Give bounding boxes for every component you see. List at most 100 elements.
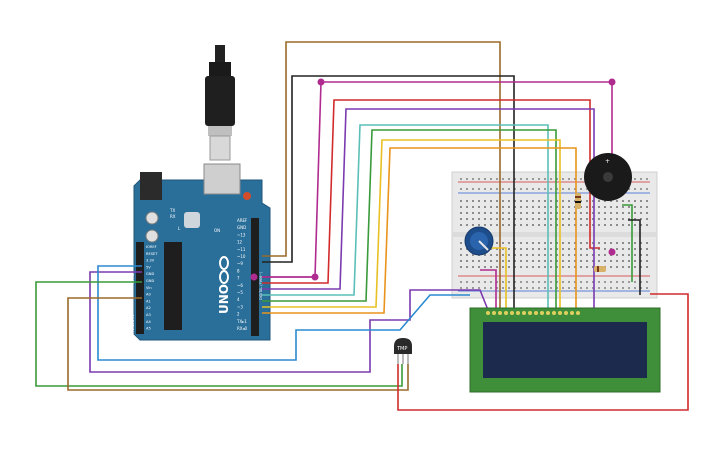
breadboard-hole xyxy=(646,266,648,268)
power-pin-label: A4 xyxy=(146,320,151,324)
breadboard-hole xyxy=(550,200,552,202)
breadboard-hole xyxy=(634,266,636,268)
breadboard-hole xyxy=(526,266,528,268)
breadboard-hole xyxy=(466,281,468,283)
wire-green-top xyxy=(262,129,557,310)
breadboard-hole xyxy=(586,266,588,268)
breadboard-hole xyxy=(544,260,546,262)
breadboard-hole xyxy=(568,218,570,220)
breadboard-hole xyxy=(460,224,462,226)
breadboard-hole xyxy=(502,188,504,190)
breadboard-hole xyxy=(616,260,618,262)
breadboard-hole xyxy=(472,200,474,202)
breadboard-hole xyxy=(466,218,468,220)
lcd-pin xyxy=(552,311,556,315)
power-label: POWER xyxy=(131,271,135,284)
svg-text:+: + xyxy=(605,158,610,165)
breadboard-hole xyxy=(628,188,630,190)
breadboard-hole xyxy=(580,212,582,214)
breadboard-hole xyxy=(640,266,642,268)
breadboard-hole xyxy=(490,188,492,190)
breadboard-hole xyxy=(484,287,486,289)
wire-brown-left xyxy=(67,297,409,391)
breadboard-hole xyxy=(538,188,540,190)
breadboard-hole xyxy=(586,200,588,202)
breadboard-hole xyxy=(484,218,486,220)
breadboard-hole xyxy=(598,212,600,214)
breadboard-hole xyxy=(562,266,564,268)
breadboard-hole xyxy=(604,260,606,262)
breadboard-hole xyxy=(646,212,648,214)
breadboard-hole xyxy=(526,218,528,220)
breadboard-hole xyxy=(556,266,558,268)
breadboard-hole xyxy=(466,266,468,268)
breadboard-hole xyxy=(580,287,582,289)
breadboard-hole xyxy=(574,212,576,214)
breadboard-hole xyxy=(616,266,618,268)
digital-pin-label: TX▸1 xyxy=(236,319,247,324)
breadboard-hole xyxy=(550,248,552,250)
breadboard-hole xyxy=(634,287,636,289)
breadboard-hole xyxy=(544,287,546,289)
power-pin-label: A0 xyxy=(146,293,151,297)
breadboard-hole xyxy=(616,242,618,244)
breadboard-hole xyxy=(610,200,612,202)
breadboard-hole xyxy=(592,200,594,202)
breadboard-hole xyxy=(502,248,504,250)
breadboard-hole xyxy=(634,212,636,214)
breadboard-hole xyxy=(556,224,558,226)
breadboard-hole xyxy=(550,254,552,256)
digital-pin-label: 2 xyxy=(237,312,240,317)
breadboard-hole xyxy=(538,200,540,202)
breadboard-hole xyxy=(496,242,498,244)
breadboard-hole xyxy=(460,178,462,180)
breadboard-hole xyxy=(532,188,534,190)
breadboard-hole xyxy=(496,266,498,268)
breadboard-hole xyxy=(484,254,486,256)
power-pin-label: RESET xyxy=(146,252,158,256)
breadboard-hole xyxy=(496,206,498,208)
breadboard-hole xyxy=(478,178,480,180)
breadboard-hole xyxy=(466,188,468,190)
breadboard-hole xyxy=(538,254,540,256)
breadboard-hole xyxy=(496,212,498,214)
breadboard-hole xyxy=(466,200,468,202)
digital-pin-label: ~11 xyxy=(237,247,246,252)
wires xyxy=(35,41,689,411)
analog-label: ANALOG IN xyxy=(131,315,135,334)
wire-brown xyxy=(262,41,501,310)
digital-pin-label: 12 xyxy=(237,240,243,245)
breadboard-hole xyxy=(646,242,648,244)
breadboard-hole xyxy=(646,248,648,250)
breadboard-hole xyxy=(502,200,504,202)
power-pin-label: 5V xyxy=(146,265,151,269)
breadboard-hole xyxy=(526,254,528,256)
breadboard-hole xyxy=(622,287,624,289)
breadboard-hole xyxy=(574,266,576,268)
breadboard-hole xyxy=(496,287,498,289)
breadboard-hole xyxy=(562,248,564,250)
breadboard-hole xyxy=(598,200,600,202)
breadboard-hole xyxy=(622,254,624,256)
power-pin-label: 3.3V xyxy=(146,259,155,263)
breadboard-hole xyxy=(610,281,612,283)
breadboard-hole xyxy=(520,254,522,256)
breadboard-hole xyxy=(490,254,492,256)
lcd-pin xyxy=(498,311,502,315)
breadboard-hole xyxy=(640,200,642,202)
breadboard-hole xyxy=(544,212,546,214)
breadboard-hole xyxy=(526,260,528,262)
breadboard-hole xyxy=(622,224,624,226)
breadboard-hole xyxy=(568,287,570,289)
breadboard-hole xyxy=(646,200,648,202)
breadboard-hole xyxy=(544,218,546,220)
breadboard-hole xyxy=(634,281,636,283)
breadboard-hole xyxy=(616,254,618,256)
breadboard-hole xyxy=(466,206,468,208)
breadboard-hole xyxy=(634,260,636,262)
breadboard-hole xyxy=(616,287,618,289)
breadboard-hole xyxy=(556,178,558,180)
breadboard-hole xyxy=(568,206,570,208)
breadboard-hole xyxy=(466,260,468,262)
